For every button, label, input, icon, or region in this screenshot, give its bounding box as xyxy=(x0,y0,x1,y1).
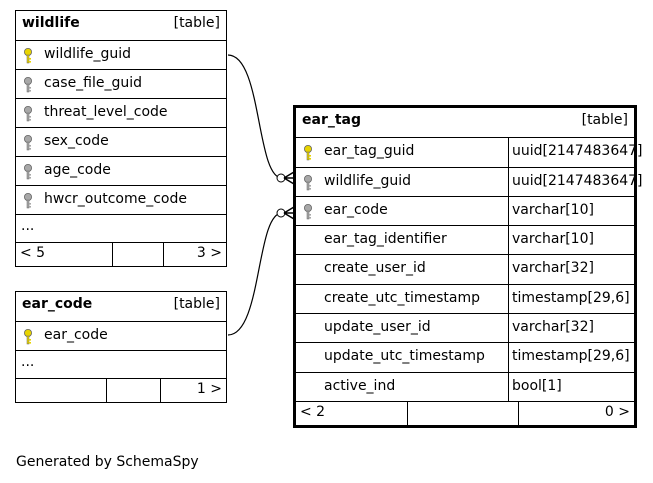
column-row-hwcr-outcome-code: hwcr_outcome_code xyxy=(16,185,226,214)
column-name: age_code xyxy=(44,162,111,178)
column-type: uuid[2147483647] xyxy=(512,172,643,189)
column-row-ear-tag-identifier: ear_tag_identifier varchar[10] xyxy=(296,225,634,255)
column-type: timestamp[29,6] xyxy=(512,348,630,365)
table-footer: < 5 3 > xyxy=(16,242,226,266)
table-name: ear_code xyxy=(22,296,93,312)
column-name: create_user_id xyxy=(324,260,426,277)
column-name: ear_tag_guid xyxy=(324,143,415,160)
table-footer: < 2 0 > xyxy=(296,400,634,425)
column-row-case-file-guid: case_file_guid xyxy=(16,69,226,98)
link-crowfoot xyxy=(283,206,295,220)
ear-tag-table[interactable]: ear_tag [table] ear_tag_guid uuid[2147483… xyxy=(293,105,643,428)
link-crowfoot xyxy=(283,171,295,185)
parent-count: < 2 xyxy=(300,403,326,420)
more-columns-row: ... xyxy=(16,214,226,242)
foreign-key-icon xyxy=(23,163,37,181)
column-row-update-utc-timestamp: update_utc_timestamp timestamp[29,6] xyxy=(296,342,634,372)
column-row-ear-tag-guid: ear_tag_guid uuid[2147483647] xyxy=(296,137,643,167)
column-name: active_ind xyxy=(324,377,396,394)
link-optional-marker xyxy=(276,173,286,183)
primary-key-icon xyxy=(23,328,37,346)
column-type: uuid[2147483647] xyxy=(512,143,643,160)
table-footer: 1 > xyxy=(16,378,226,402)
column-name: sex_code xyxy=(44,133,109,149)
column-row-sex-code: sex_code xyxy=(16,127,226,156)
ear-code-to-ear-tag-link xyxy=(227,212,283,336)
column-name: create_utc_timestamp xyxy=(324,289,481,306)
column-type: timestamp[29,6] xyxy=(512,289,630,306)
foreign-key-icon xyxy=(23,192,37,210)
wildlife-table[interactable]: wildlife [table] wildlife_guid case_file_… xyxy=(15,10,227,267)
column-row-create-utc-timestamp: create_utc_timestamp timestamp[29,6] xyxy=(296,283,634,314)
column-name: ear_tag_identifier xyxy=(324,231,447,248)
column-row-update-user-id: update_user_id varchar[32] xyxy=(296,313,634,343)
table-kind: [table] xyxy=(173,15,220,31)
table-kind: [table] xyxy=(581,112,628,128)
column-row-age-code: age_code xyxy=(16,156,226,185)
generated-by-credit: Generated by SchemaSpy xyxy=(16,454,199,470)
column-row-active-ind: active_ind bool[1] xyxy=(296,371,634,401)
column-name: ear_code xyxy=(44,327,108,343)
ellipsis: ... xyxy=(21,218,35,234)
more-columns-row: ... xyxy=(16,350,226,378)
table-header: wildlife [table] xyxy=(16,11,226,40)
column-row-ear-code: ear_code xyxy=(16,321,226,350)
table-name: wildlife xyxy=(22,15,80,31)
child-count: 0 > xyxy=(604,403,630,420)
column-type: varchar[32] xyxy=(512,260,594,277)
link-optional-marker xyxy=(276,208,286,218)
ellipsis: ... xyxy=(21,354,35,370)
column-row-wildlife-guid: wildlife_guid uuid[2147483647] xyxy=(296,166,643,196)
foreign-key-icon xyxy=(23,105,37,123)
primary-key-icon xyxy=(23,47,37,65)
column-type: varchar[10] xyxy=(512,231,594,248)
column-name: ear_code xyxy=(324,201,388,218)
foreign-key-icon xyxy=(23,134,37,152)
column-name: threat_level_code xyxy=(44,104,168,120)
child-count: 1 > xyxy=(196,381,222,397)
column-name: wildlife_guid xyxy=(44,46,131,62)
foreign-key-icon xyxy=(303,174,317,192)
column-name: update_user_id xyxy=(324,319,431,336)
primary-key-icon xyxy=(303,144,317,162)
wildlife-to-ear-tag-link xyxy=(227,54,283,179)
column-row-threat-level-code: threat_level_code xyxy=(16,98,226,127)
column-row-ear-code: ear_code varchar[10] xyxy=(296,195,634,226)
column-type: varchar[32] xyxy=(512,319,594,336)
foreign-key-icon xyxy=(23,76,37,94)
parent-count: < 5 xyxy=(20,245,46,261)
foreign-key-icon xyxy=(303,203,317,221)
column-name: hwcr_outcome_code xyxy=(44,191,187,207)
table-kind: [table] xyxy=(173,296,220,312)
column-name: wildlife_guid xyxy=(324,172,411,189)
table-header: ear_code [table] xyxy=(16,292,226,321)
column-row-wildlife-guid: wildlife_guid xyxy=(16,40,226,69)
column-name: case_file_guid xyxy=(44,75,143,91)
table-header: ear_tag [table] xyxy=(296,108,634,137)
child-count: 3 > xyxy=(196,245,222,261)
ear-code-table[interactable]: ear_code [table] ear_code ... 1 > xyxy=(15,291,227,403)
column-type: varchar[10] xyxy=(512,201,594,218)
table-name: ear_tag xyxy=(302,112,362,128)
column-name: update_utc_timestamp xyxy=(324,348,485,365)
column-row-create-user-id: create_user_id varchar[32] xyxy=(296,254,634,284)
column-type: bool[1] xyxy=(512,377,562,394)
